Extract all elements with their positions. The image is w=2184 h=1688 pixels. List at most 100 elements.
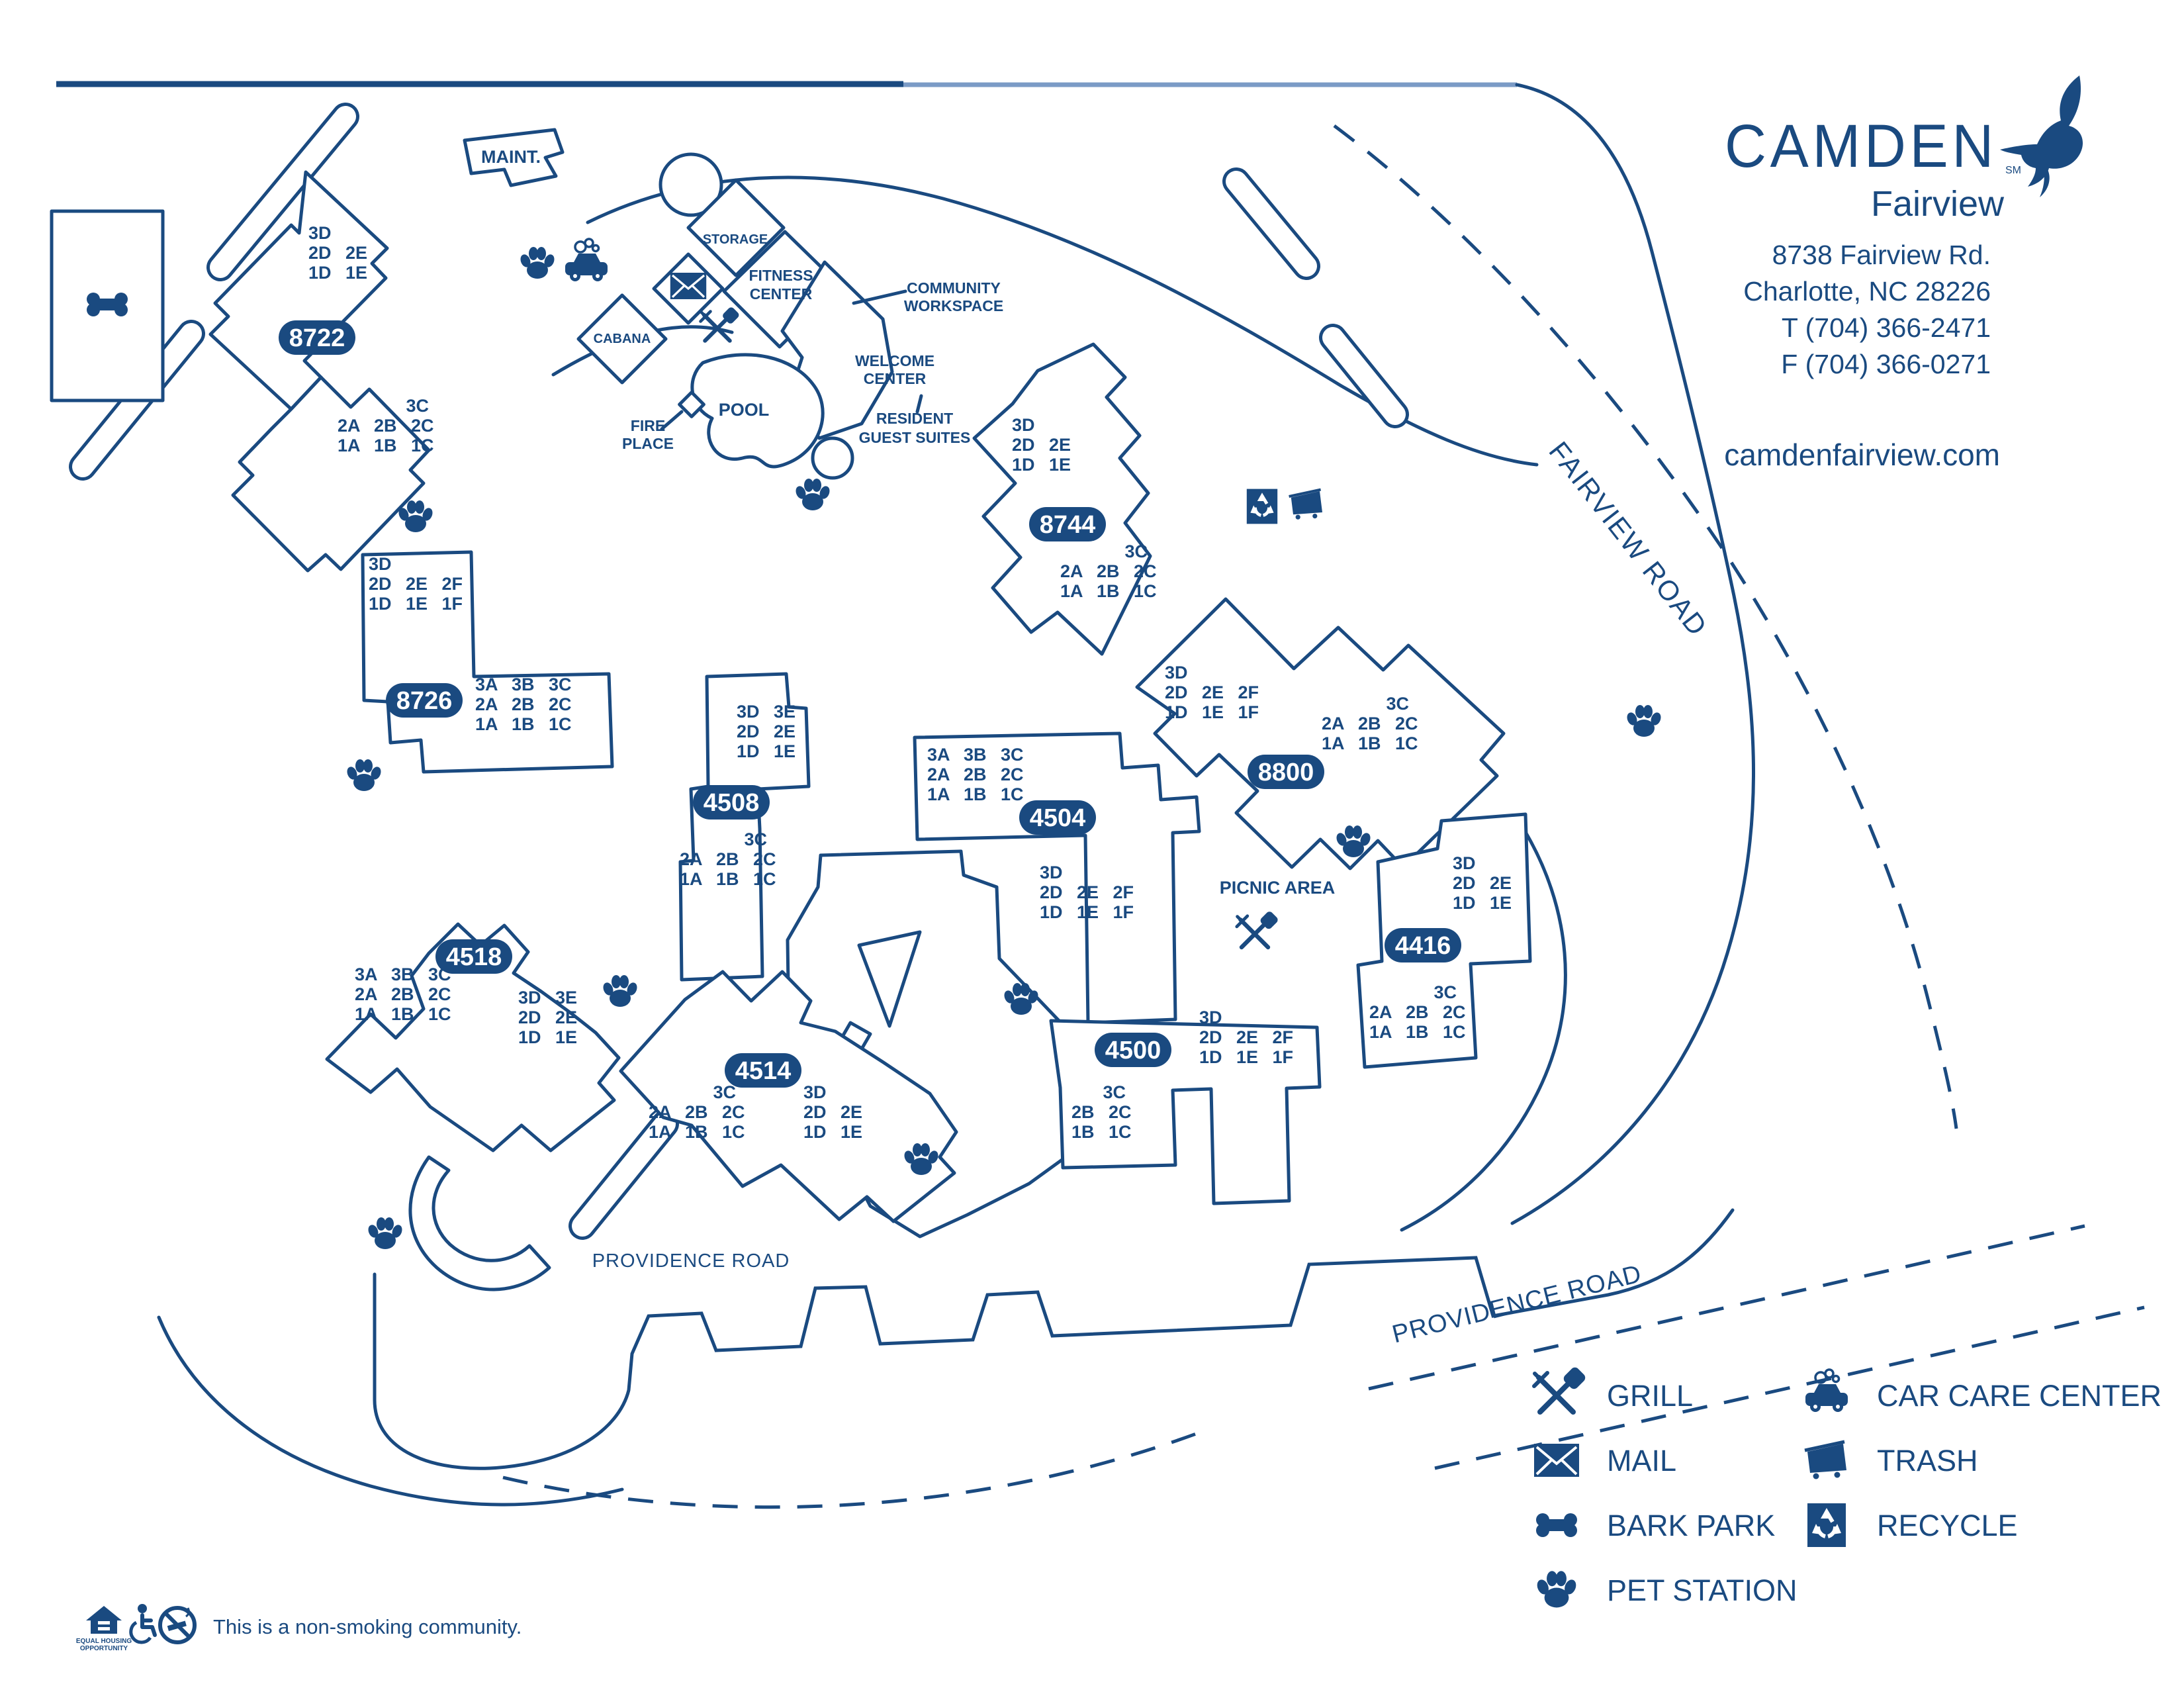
hook-drive (408, 1155, 551, 1291)
svg-text:8744: 8744 (1040, 511, 1096, 539)
units-8800-left-row: 3D (1165, 663, 1188, 682)
providence-road-label-left: PROVIDENCE ROAD (592, 1250, 790, 1272)
building-maint (463, 128, 565, 187)
workspace-label-1: COMMUNITY (907, 279, 1001, 297)
fairview-road-label: FAIRVIEW ROAD (1543, 436, 1713, 642)
legend-label: RECYCLE (1877, 1509, 2018, 1542)
units-4518-right-row: 1D 1E (518, 1027, 577, 1047)
building-8722-lower (231, 375, 431, 573)
building-8722-upper (208, 170, 389, 411)
pool-label: POOL (719, 400, 770, 420)
fire-place-pointer (660, 410, 684, 431)
building-8800 (1135, 597, 1506, 870)
svg-text:4504: 4504 (1030, 804, 1086, 832)
storage-label: STORAGE (703, 232, 768, 247)
units-4514-left-row: 1A 1B 1C (649, 1122, 745, 1142)
brand-block: CAMDEN SM Fairview 8738 Fairview Rd. Cha… (1724, 75, 2083, 472)
address-line-2: Charlotte, NC 28226 (1743, 276, 1991, 306)
svg-text:8726: 8726 (396, 687, 453, 715)
website-link[interactable]: camdenfairview.com (1724, 438, 2000, 472)
units-4518-left-row: 3A 3B 3C (355, 964, 451, 984)
providence-road-label-right: PROVIDENCE ROAD (1389, 1260, 1644, 1348)
amenity-labels: MAINT. STORAGE FITNESS CENTER COMMUNITY … (481, 147, 1335, 898)
recycle-map-icon (1247, 489, 1277, 524)
units-4500-left-row: 1B 1C (1071, 1122, 1132, 1142)
units-8800-left-row: 1D 1E 1F (1165, 702, 1259, 722)
units-4416-bottom-row: 2A 2B 2C (1369, 1002, 1466, 1022)
pill-8744: 8744 (1029, 507, 1106, 541)
svg-text:8722: 8722 (289, 324, 345, 352)
units-8726-right-row: 3A 3B 3C (475, 675, 572, 694)
equal-housing-text-2: OPPORTUNITY (80, 1645, 128, 1652)
providence-road-outer-edge (157, 1315, 624, 1507)
camden-logo-text: CAMDEN (1725, 113, 1997, 180)
units-4416-bottom-row: 1A 1B 1C (1369, 1022, 1466, 1042)
cabana-label: CABANA (594, 332, 651, 346)
svg-text:4518: 4518 (446, 943, 502, 971)
bark-park-icon (1536, 1513, 1577, 1537)
units-4518-right-row: 3D 3E (518, 988, 577, 1008)
units-4508-bottom-row: 3C (744, 829, 767, 849)
recycle-icon (1807, 1503, 1846, 1547)
building-4518 (325, 922, 621, 1152)
paw-icon (1625, 705, 1663, 737)
paw-icon (601, 975, 639, 1007)
units-4504-bottom-row: 3D (1040, 863, 1063, 882)
units-4500-right-row: 2D 2E 2F (1199, 1027, 1293, 1047)
legend-label: MAIL (1607, 1444, 1676, 1477)
units-4514-left-row: 3C (713, 1082, 736, 1102)
pool-shape (690, 353, 825, 469)
building-guest-suites (811, 436, 854, 480)
providence-road-dash-2 (1434, 1305, 2145, 1470)
car-care-icon (1804, 1368, 1849, 1413)
units-8744-top-row: 3D (1012, 415, 1035, 435)
pill-8800: 8800 (1248, 755, 1324, 789)
legend: GRILL MAIL BARK PARK PET STATION CAR CAR… (1534, 1366, 2161, 1608)
providence-road-dash-1 (1368, 1224, 2085, 1391)
pill-8726: 8726 (386, 683, 463, 718)
footer: EQUAL HOUSING OPPORTUNITY This is a non-… (76, 1604, 522, 1652)
grill-icon (1534, 1366, 1587, 1412)
units-8800-left-row: 2D 2E 2F (1165, 682, 1259, 702)
units-8744-top-row: 2D 2E (1012, 435, 1071, 455)
units-8722-top-row: 2D 2E (308, 243, 367, 263)
units-4504-top-row: 3A 3B 3C (927, 745, 1024, 765)
units-4508-bottom-row: 2A 2B 2C (680, 849, 776, 869)
legend-label: GRILL (1607, 1379, 1693, 1413)
units-8722-bottom-row: 3C (406, 396, 429, 416)
building-4508 (678, 672, 811, 982)
units-4514-left-row: 2A 2B 2C (649, 1102, 745, 1122)
car-care-map-icon (564, 238, 609, 283)
fire-label-2: PLACE (622, 435, 674, 452)
units-8744-bottom-row: 1A 1B 1C (1060, 581, 1157, 601)
units-4514-right-row: 2D 2E (803, 1102, 862, 1122)
no-smoking-icon (160, 1608, 195, 1642)
building-storage (686, 178, 786, 277)
units-4508-top-row: 1D 1E (737, 741, 796, 761)
units-4518-right-row: 2D 2E (518, 1008, 577, 1027)
units-4500-right-row: 3D (1199, 1008, 1222, 1027)
units-8722-bottom-row: 2A 2B 2C (338, 416, 434, 436)
fitness-label-1: FITNESS (749, 267, 813, 284)
pet-station-icon (1535, 1571, 1578, 1608)
guest-label-2: GUEST SUITES (859, 429, 971, 446)
pill-4514: 4514 (725, 1053, 801, 1088)
central-arrow (857, 930, 922, 1028)
units-8726-left-row: 1D 1E 1F (369, 594, 463, 614)
buildings-layer (50, 128, 1532, 1239)
address-line-1: 8738 Fairview Rd. (1772, 240, 1991, 270)
units-4504-top-row: 2A 2B 2C (927, 765, 1024, 784)
equal-housing-icon (86, 1606, 122, 1634)
units-4508-top-row: 2D 2E (737, 722, 796, 741)
units-4508-bottom-row: 1A 1B 1C (680, 869, 776, 889)
equal-housing-text-1: EQUAL HOUSING (76, 1638, 132, 1645)
workspace-pointer (852, 289, 907, 305)
fitness-label-2: CENTER (750, 285, 813, 303)
building-4514 (619, 970, 958, 1223)
paw-icon (345, 759, 383, 791)
fire-label-1: FIRE (631, 417, 665, 434)
units-4416-top-row: 3D (1453, 853, 1476, 873)
paw-icon (366, 1217, 404, 1249)
grill-map-icon (701, 306, 741, 341)
pill-4500: 4500 (1095, 1033, 1171, 1067)
